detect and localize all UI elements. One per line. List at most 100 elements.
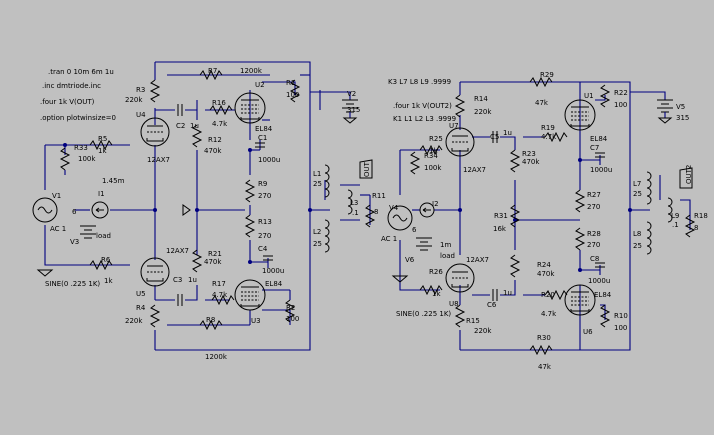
value-r24: 470k: [537, 270, 555, 278]
value-r15: 220k: [474, 327, 492, 335]
out2-flag: [679, 167, 693, 189]
value-l2: 25: [313, 240, 322, 248]
value-r22: 100: [614, 101, 627, 109]
label-r7: R7: [208, 67, 217, 75]
battery-v3: [80, 225, 96, 239]
value-l8: 25: [633, 242, 642, 250]
label-u3: U3: [251, 317, 261, 325]
label-r12: R12: [208, 136, 222, 144]
label-el84a: EL84: [255, 125, 273, 133]
resistor-r26: [419, 284, 443, 296]
value-r9: 270: [258, 192, 271, 200]
label-c3: C3: [173, 276, 182, 284]
battery-v2: [342, 99, 358, 124]
resistor-r12: [191, 124, 203, 148]
resistor-r4: [149, 304, 161, 328]
value-l3: .1: [352, 209, 359, 217]
label-r8: R8: [206, 316, 215, 324]
inductor-l1: [324, 164, 330, 198]
label-l8: L8: [633, 230, 641, 238]
value-r23: 470k: [522, 158, 540, 166]
resistor-r28: [574, 227, 586, 251]
label-r31: R31: [494, 212, 508, 220]
inductor-l8: [646, 221, 652, 255]
value-r19: 4.7k: [541, 133, 557, 141]
resistor-r15: [454, 304, 466, 328]
capacitor-c6: [492, 289, 498, 301]
inductor-l2: [324, 219, 330, 253]
value-r12: 470k: [204, 147, 222, 155]
label-l3: L3: [350, 199, 358, 207]
label-v1: V1: [52, 192, 61, 200]
label-r21: R21: [208, 250, 222, 258]
label-r10: R10: [614, 312, 628, 320]
value-v2: 315: [347, 106, 360, 114]
label-el84b: EL84: [265, 280, 283, 288]
resistor-r22: [599, 84, 611, 108]
resistor-r21: [191, 249, 203, 273]
label-r2: R2: [286, 304, 295, 312]
inductor-l9: [667, 197, 673, 223]
label-i2: I2: [432, 200, 439, 208]
value-r29: 47k: [535, 99, 549, 107]
label-u7: U7: [449, 122, 459, 130]
label-v4: V4: [389, 204, 399, 212]
label-r33: R33: [74, 144, 88, 152]
inductor-l7: [646, 171, 652, 205]
triode-u5: [140, 257, 170, 287]
resistor-r23: [509, 149, 521, 173]
label-r30: R30: [537, 334, 551, 342]
label-r6: R6: [101, 256, 111, 264]
resistor-r29: [529, 76, 553, 88]
value-r8: 1200k: [205, 353, 228, 361]
value-c8: 1000u: [588, 277, 610, 285]
label-u1: U1: [584, 92, 594, 100]
resistor-r14: [454, 94, 466, 118]
label-c2: C2: [176, 122, 185, 130]
value-r34: 100k: [424, 164, 442, 172]
value-r6: 1k: [104, 277, 113, 285]
resistor-r31: [509, 204, 521, 228]
current-source-i2: [419, 202, 435, 218]
value-i2: 6: [412, 226, 417, 234]
value-r27: 270: [587, 203, 600, 211]
value-r4: 220k: [125, 317, 143, 325]
value-l9: .1: [672, 221, 679, 229]
value-r30: 47k: [538, 363, 552, 371]
label-l1: L1: [313, 170, 321, 178]
label-c6: C6: [487, 301, 497, 309]
label-v5: V5: [676, 103, 685, 111]
label-l9: L9: [671, 212, 679, 220]
resistor-r16: [209, 104, 233, 116]
value-l7: 25: [633, 190, 642, 198]
capacitor-c2: [177, 104, 183, 116]
label-c4: C4: [258, 245, 268, 253]
label-load: load: [96, 232, 111, 240]
label-r28: R28: [587, 230, 601, 238]
value-r3: 220k: [125, 96, 143, 104]
label-el84a: EL84: [590, 135, 608, 143]
capacitor-c7: [595, 152, 605, 158]
resistor-r18: [684, 214, 696, 238]
capacitor-c4: [263, 255, 273, 261]
value-r7: 1200k: [240, 67, 263, 75]
label-r27: R27: [587, 191, 601, 199]
label-tube-12ax7-b: 12AX7: [166, 247, 189, 255]
inductor-l3: [347, 189, 353, 215]
label-out: OUT: [363, 161, 371, 177]
resistor-r11: [364, 204, 376, 228]
resistor-r24: [509, 254, 521, 278]
right-amplifier: [387, 76, 696, 356]
sine2-label: SINE(0 .225 1K): [396, 310, 451, 318]
label-r11: R11: [372, 192, 386, 200]
inc-directive: .inc dmtriode.inc: [42, 82, 101, 90]
label-r13: R13: [258, 218, 272, 226]
label-u4: U4: [136, 111, 146, 119]
label-u6: U6: [583, 328, 593, 336]
value-v5: 315: [676, 114, 689, 122]
label-r23: R23: [522, 150, 536, 158]
label-v2: V2: [347, 90, 356, 98]
tran-directive: .tran 0 10m 6m 1u: [48, 68, 114, 76]
label-r5: R5: [98, 135, 107, 143]
resistor-r13: [244, 214, 256, 238]
